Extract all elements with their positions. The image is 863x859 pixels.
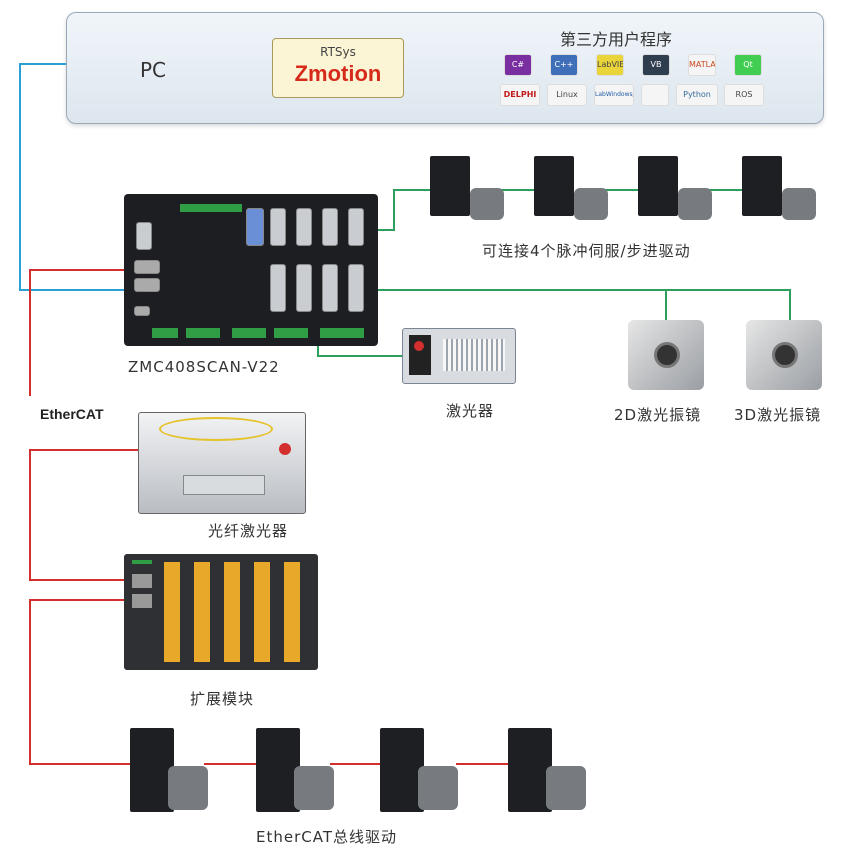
ethercat-cable-2: [29, 449, 140, 581]
fiber-laser-panel: [183, 475, 265, 495]
pulse-servo-drive-2: [534, 156, 574, 216]
ethercat-servo-motor-4: [546, 766, 586, 810]
delphi-logo: DELPHI: [500, 84, 540, 106]
ethernet-cable: [19, 63, 140, 291]
python-logo: Python: [676, 84, 718, 106]
pulse-servo-drive-4: [742, 156, 782, 216]
pulse-servo-label: 可连接4个脉冲伺服/步进驱动: [482, 242, 691, 260]
io-port-2: [296, 264, 312, 312]
ethercat-port: [134, 278, 160, 292]
rtsys-label: RTSys: [320, 45, 356, 59]
ethercat-drive-label: EtherCAT总线驱动: [256, 828, 397, 846]
laser-label: 激光器: [446, 402, 495, 420]
terminal-block-4: [274, 328, 308, 338]
linux-logo: Linux: [547, 84, 587, 106]
qt-logo: Qt: [734, 54, 762, 76]
pulse-servo-drive-1: [430, 156, 470, 216]
expansion-status-leds: [132, 560, 152, 564]
csharp-logo: C#: [504, 54, 532, 76]
fiber-cable: [159, 417, 273, 441]
terminal-block-top: [180, 204, 242, 212]
galvo-cable: [330, 289, 791, 320]
fiber-laser-device: [138, 412, 306, 514]
terminal-block-3: [232, 328, 266, 338]
axis-port-1: [270, 208, 286, 246]
usb-port: [134, 306, 150, 316]
expansion-module: [124, 554, 318, 670]
laser-power-button: [414, 341, 424, 351]
expansion-ethercat-out: [132, 594, 152, 608]
pulse-servo-drive-3: [638, 156, 678, 216]
ethercat-servo-drive-1: [130, 728, 174, 812]
galvo-2d: [628, 320, 704, 390]
axis-port-2: [296, 208, 312, 246]
laser-control-panel: [409, 335, 431, 375]
galvo-3d-lens: [772, 342, 798, 368]
galvo-port: [322, 264, 338, 312]
pulse-servo-motor-3: [678, 188, 712, 220]
printer-icon: [641, 84, 669, 106]
cpp-logo: C++: [550, 54, 578, 76]
ethercat-cable-1: [29, 269, 140, 396]
serial-port: [136, 222, 152, 250]
vb-logo: VB: [642, 54, 670, 76]
galvo-2d-lens: [654, 342, 680, 368]
axis-port-3: [322, 208, 338, 246]
ethercat-servo-drive-2: [256, 728, 300, 812]
laser-vent: [443, 339, 505, 371]
controller-label: ZMC408SCAN-V22: [128, 358, 280, 376]
pulse-servo-motor-2: [574, 188, 608, 220]
matlab-logo: MATLAB: [688, 54, 716, 76]
ethercat-cable-3: [29, 599, 136, 765]
expansion-io-terminals: [164, 562, 314, 662]
io-port-3: [348, 264, 364, 312]
vga-port: [246, 208, 264, 246]
labwindows-logo: LabWindows/CVI: [594, 84, 634, 106]
galvo-3d: [746, 320, 822, 390]
ethercat-servo-drive-3: [380, 728, 424, 812]
expansion-ethercat-in: [132, 574, 152, 588]
third-party-title: 第三方用户程序: [560, 30, 673, 49]
ethercat-servo-motor-2: [294, 766, 334, 810]
ethercat-servo-motor-3: [418, 766, 458, 810]
ethercat-servo-drive-4: [508, 728, 552, 812]
labview-logo: LabVIEW: [596, 54, 624, 76]
ethernet-port: [134, 260, 160, 274]
ethercat-logo: EtherCAT: [40, 406, 104, 422]
io-port-1: [270, 264, 286, 312]
fiber-laser-label: 光纤激光器: [208, 522, 289, 540]
ethercat-servo-motor-1: [168, 766, 208, 810]
pc-label: PC: [140, 58, 167, 82]
zmc408scan-controller: [124, 194, 378, 346]
ros-logo: ROS: [724, 84, 764, 106]
terminal-block-2: [186, 328, 220, 338]
axis-port-4: [348, 208, 364, 246]
galvo-3d-label: 3D激光振镜: [734, 406, 822, 424]
pulse-servo-motor-4: [782, 188, 816, 220]
laser-device: [402, 328, 516, 384]
galvo-2d-label: 2D激光振镜: [614, 406, 702, 424]
terminal-block-5: [320, 328, 364, 338]
terminal-block-1: [152, 328, 178, 338]
pulse-servo-motor-1: [470, 188, 504, 220]
zmotion-logo: Zmotion: [294, 61, 382, 86]
expansion-label: 扩展模块: [190, 690, 255, 708]
fiber-laser-key: [279, 443, 291, 455]
rtsys-software-box: RTSys Zmotion: [272, 38, 404, 98]
